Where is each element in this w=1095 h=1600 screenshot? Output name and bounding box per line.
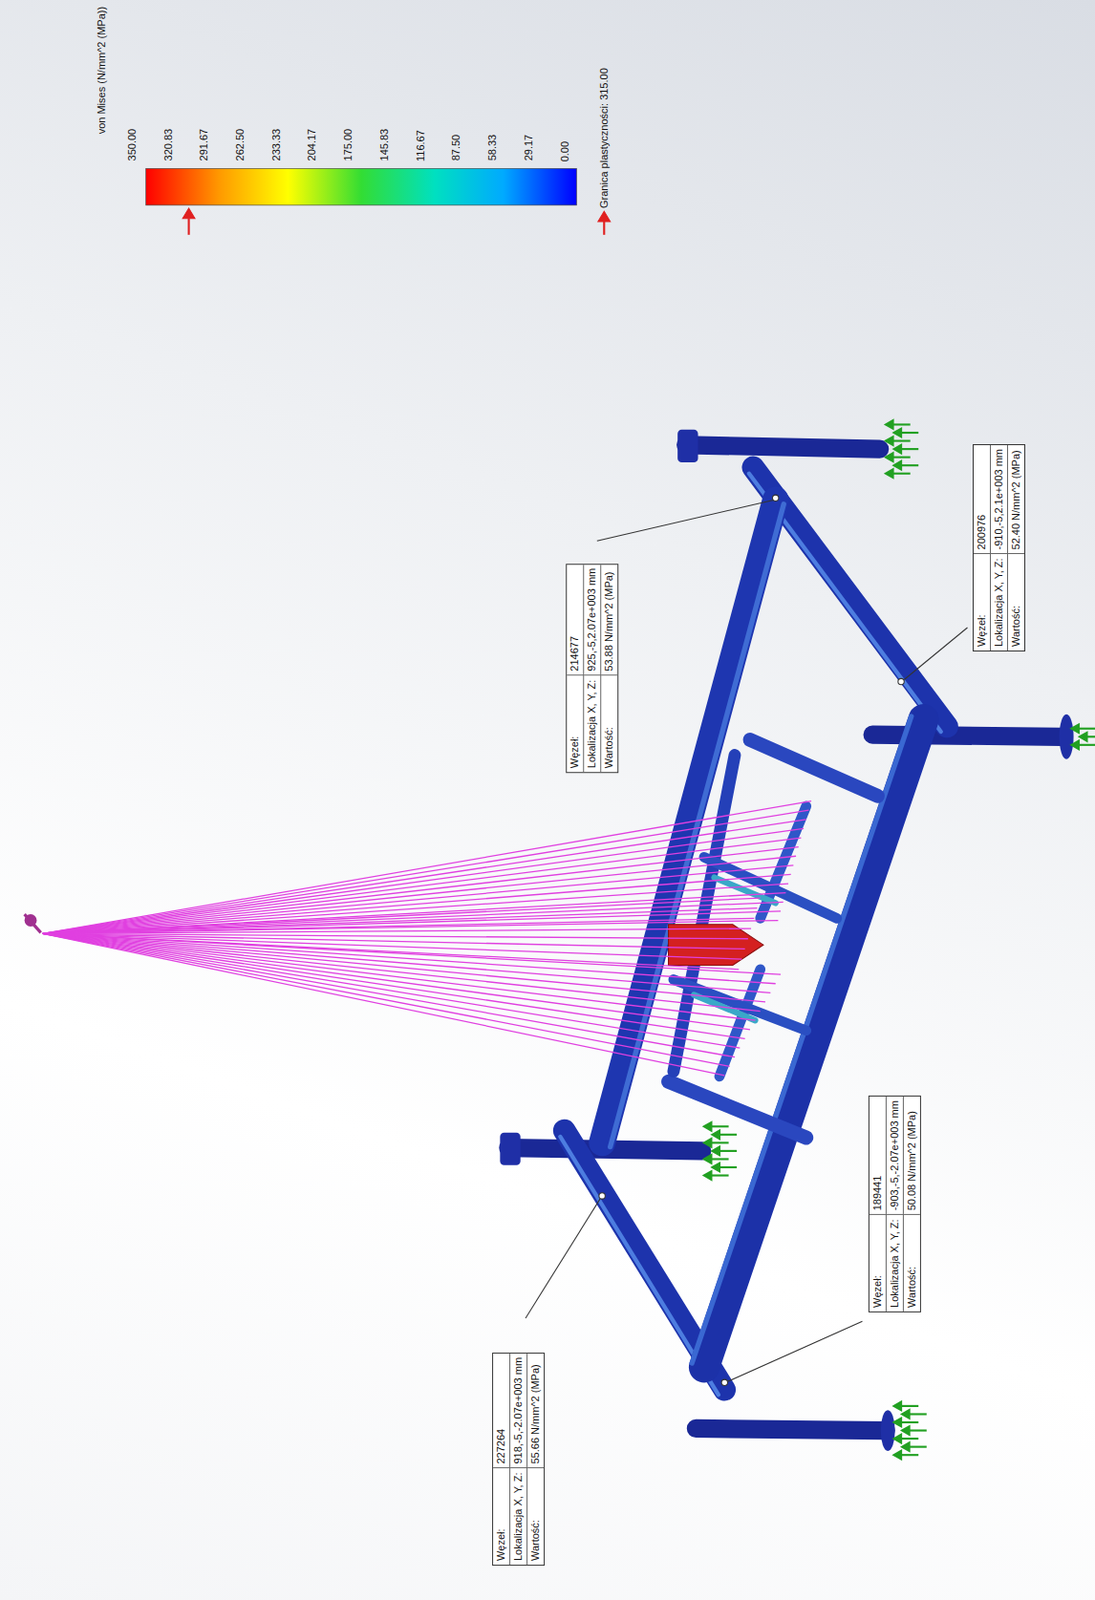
tick-label: 262.50 — [234, 128, 247, 162]
probe-value: 52.40 N/mm^2 (MPa) — [1008, 445, 1025, 554]
tick-label: 0.00 — [558, 141, 572, 162]
tick-label: 350.00 — [126, 128, 139, 162]
probe-callout: Węzeł:227264Lokalizacja X, Y, Z:918,-5,-… — [492, 1352, 545, 1567]
legend-title: von Mises (N/mm^2 (MPa)) — [95, 6, 108, 135]
probe-label: Wartość: — [1008, 554, 1025, 652]
probe-label: Wartość: — [601, 675, 618, 773]
tick-label: 116.67 — [414, 129, 428, 162]
probe-label: Wartość: — [903, 1214, 921, 1312]
probe-label: Lokalizacja X, Y, Z: — [886, 1214, 904, 1312]
probe-value: 50.08 N/mm^2 (MPa) — [903, 1096, 921, 1215]
probe-value: 918,-5,-2.07e+003 mm — [510, 1353, 528, 1469]
yield-marker — [182, 208, 611, 236]
probe-callout: Węzeł:214677Lokalizacja X, Y, Z:925,-5,2… — [565, 563, 619, 773]
tick-label: 291.67 — [197, 128, 211, 162]
tick-label: 204.17 — [306, 128, 320, 162]
probe-value: -910,-5,2.1e+003 mm — [990, 445, 1009, 554]
tick-label: 87.50 — [450, 134, 463, 162]
probe-value: 214677 — [566, 564, 584, 676]
probe-callout: Węzeł:200976Lokalizacja X, Y, Z:-910,-5,… — [972, 444, 1026, 652]
probe-value: 200976 — [973, 445, 991, 554]
frame — [499, 429, 1074, 1452]
remote-load-lines — [42, 801, 812, 1076]
fixture-symbol — [704, 420, 1095, 1460]
probe-label: Lokalizacja X, Y, Z: — [583, 675, 602, 773]
probe-label: Węzeł: — [869, 1214, 887, 1312]
probe-value: 189441 — [869, 1096, 887, 1215]
tick-label: 233.33 — [270, 128, 283, 162]
tick-label: 175.00 — [342, 128, 355, 162]
tick-label: 320.83 — [162, 128, 175, 162]
probe-value: 53.88 N/mm^2 (MPa) — [601, 564, 618, 676]
probe-label: Lokalizacja X, Y, Z: — [990, 554, 1009, 652]
probe-label: Wartość: — [527, 1467, 544, 1566]
probe-value: 925,-5,2.07e+003 mm — [583, 564, 602, 676]
probe-value: 227264 — [493, 1353, 511, 1469]
probe-label: Węzeł: — [566, 675, 584, 773]
tick-label: 58.33 — [486, 134, 499, 162]
leader-line — [525, 494, 967, 1386]
probe-label: Węzeł: — [973, 554, 991, 652]
tick-label: 145.83 — [378, 128, 391, 162]
remote-load-point — [24, 914, 42, 933]
probe-value: 55.66 N/mm^2 (MPa) — [527, 1353, 544, 1469]
probe-value: -903,-5,-2.07e+003 mm — [886, 1096, 904, 1215]
probe-label: Węzeł: — [493, 1467, 511, 1566]
tick-label: 29.17 — [522, 134, 536, 162]
yield-note: Granica plastyczności: 315.00 — [598, 67, 611, 209]
probe-label: Lokalizacja X, Y, Z: — [510, 1467, 528, 1566]
probe-callout: Węzeł:189441Lokalizacja X, Y, Z:-903,-5,… — [868, 1095, 922, 1313]
color-bar — [146, 168, 578, 205]
